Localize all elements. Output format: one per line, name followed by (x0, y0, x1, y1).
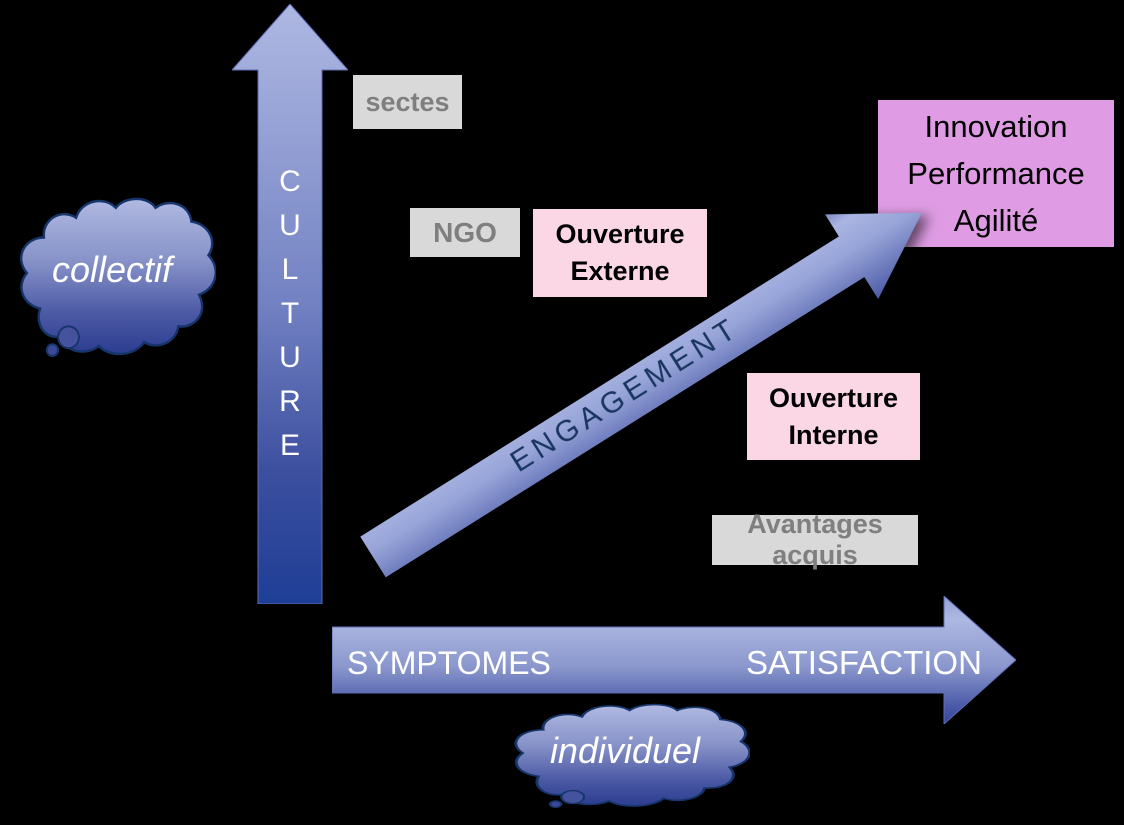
individuel-label: individuel (549, 730, 701, 771)
culture-letter: T (280, 297, 300, 330)
culture-letter: U (279, 209, 301, 242)
avantages-acquis-box: Avantages acquis (712, 509, 918, 570)
performance-line: Performance (907, 156, 1085, 191)
ouverture-interne-line2: Interne (788, 419, 879, 450)
collectif-cloud: collectif (8, 192, 216, 360)
innovation-performance-agilite-box: Innovation Performance Agilité (878, 100, 1114, 247)
ouverture-externe-box: Ouverture Externe (533, 209, 707, 297)
innovation-line: Innovation (924, 109, 1068, 144)
ngo-box: NGO (410, 208, 520, 257)
satisfaction-label: SATISFACTION (746, 644, 982, 681)
culture-letter: U (279, 341, 301, 374)
culture-letter: L (281, 253, 299, 286)
culture-axis-label: C U L T U R E (258, 160, 322, 468)
avantages-acquis-label: Avantages acquis (747, 509, 883, 570)
symptomes-label: SYMPTOMES (347, 645, 551, 681)
thought-bubble (57, 325, 80, 350)
agilite-line: Agilité (953, 203, 1039, 238)
cloud-shape (514, 703, 750, 809)
engagement-arrow-shape (360, 212, 922, 578)
engagement-axis-arrow: ENGAGEMENT (346, 170, 948, 599)
culture-letter: C (279, 165, 301, 198)
thought-bubble (45, 343, 60, 358)
thought-bubble (548, 800, 563, 809)
thought-bubble (560, 789, 586, 805)
sectes-label: sectes (365, 86, 450, 117)
collectif-label: collectif (51, 249, 173, 290)
ouverture-externe-line2: Externe (570, 256, 670, 286)
satisfaction-axis-arrow (332, 596, 1016, 724)
culture-axis-arrow (232, 4, 348, 604)
culture-letter: E (279, 429, 300, 462)
ngo-label: NGO (433, 216, 497, 248)
individuel-cloud: individuel (500, 700, 750, 810)
sectes-box: sectes (353, 75, 462, 129)
ouverture-interne-line1: Ouverture (768, 382, 899, 413)
culture-letter: R (279, 385, 301, 418)
cloud-shape (20, 197, 216, 358)
ouverture-externe-line1: Ouverture (555, 219, 685, 249)
ouverture-interne-box: Ouverture Interne (747, 373, 920, 460)
